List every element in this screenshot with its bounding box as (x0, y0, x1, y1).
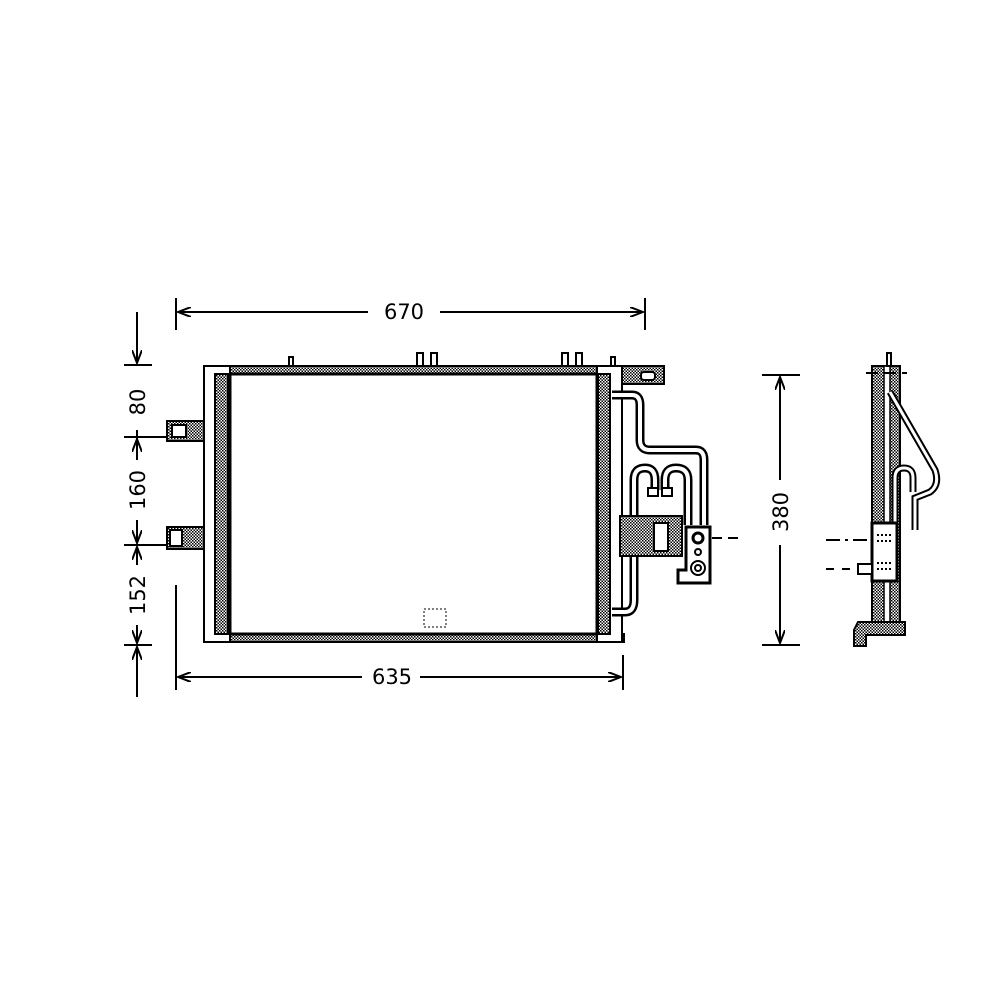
dimension-left-stack (124, 312, 167, 697)
dimension-label-160: 160 (126, 470, 150, 510)
dimension-label-380: 380 (769, 492, 793, 532)
dimension-bottom-width (175, 585, 624, 690)
dimension-label-152: 152 (126, 575, 150, 615)
dimension-top-width (175, 298, 646, 330)
dimension-label-80: 80 (126, 389, 150, 416)
dimension-height (762, 374, 800, 646)
condenser-front-view (166, 352, 738, 643)
condenser-side-view (826, 352, 941, 647)
dimension-label-635: 635 (372, 665, 412, 689)
dimension-label-670: 670 (384, 300, 424, 324)
